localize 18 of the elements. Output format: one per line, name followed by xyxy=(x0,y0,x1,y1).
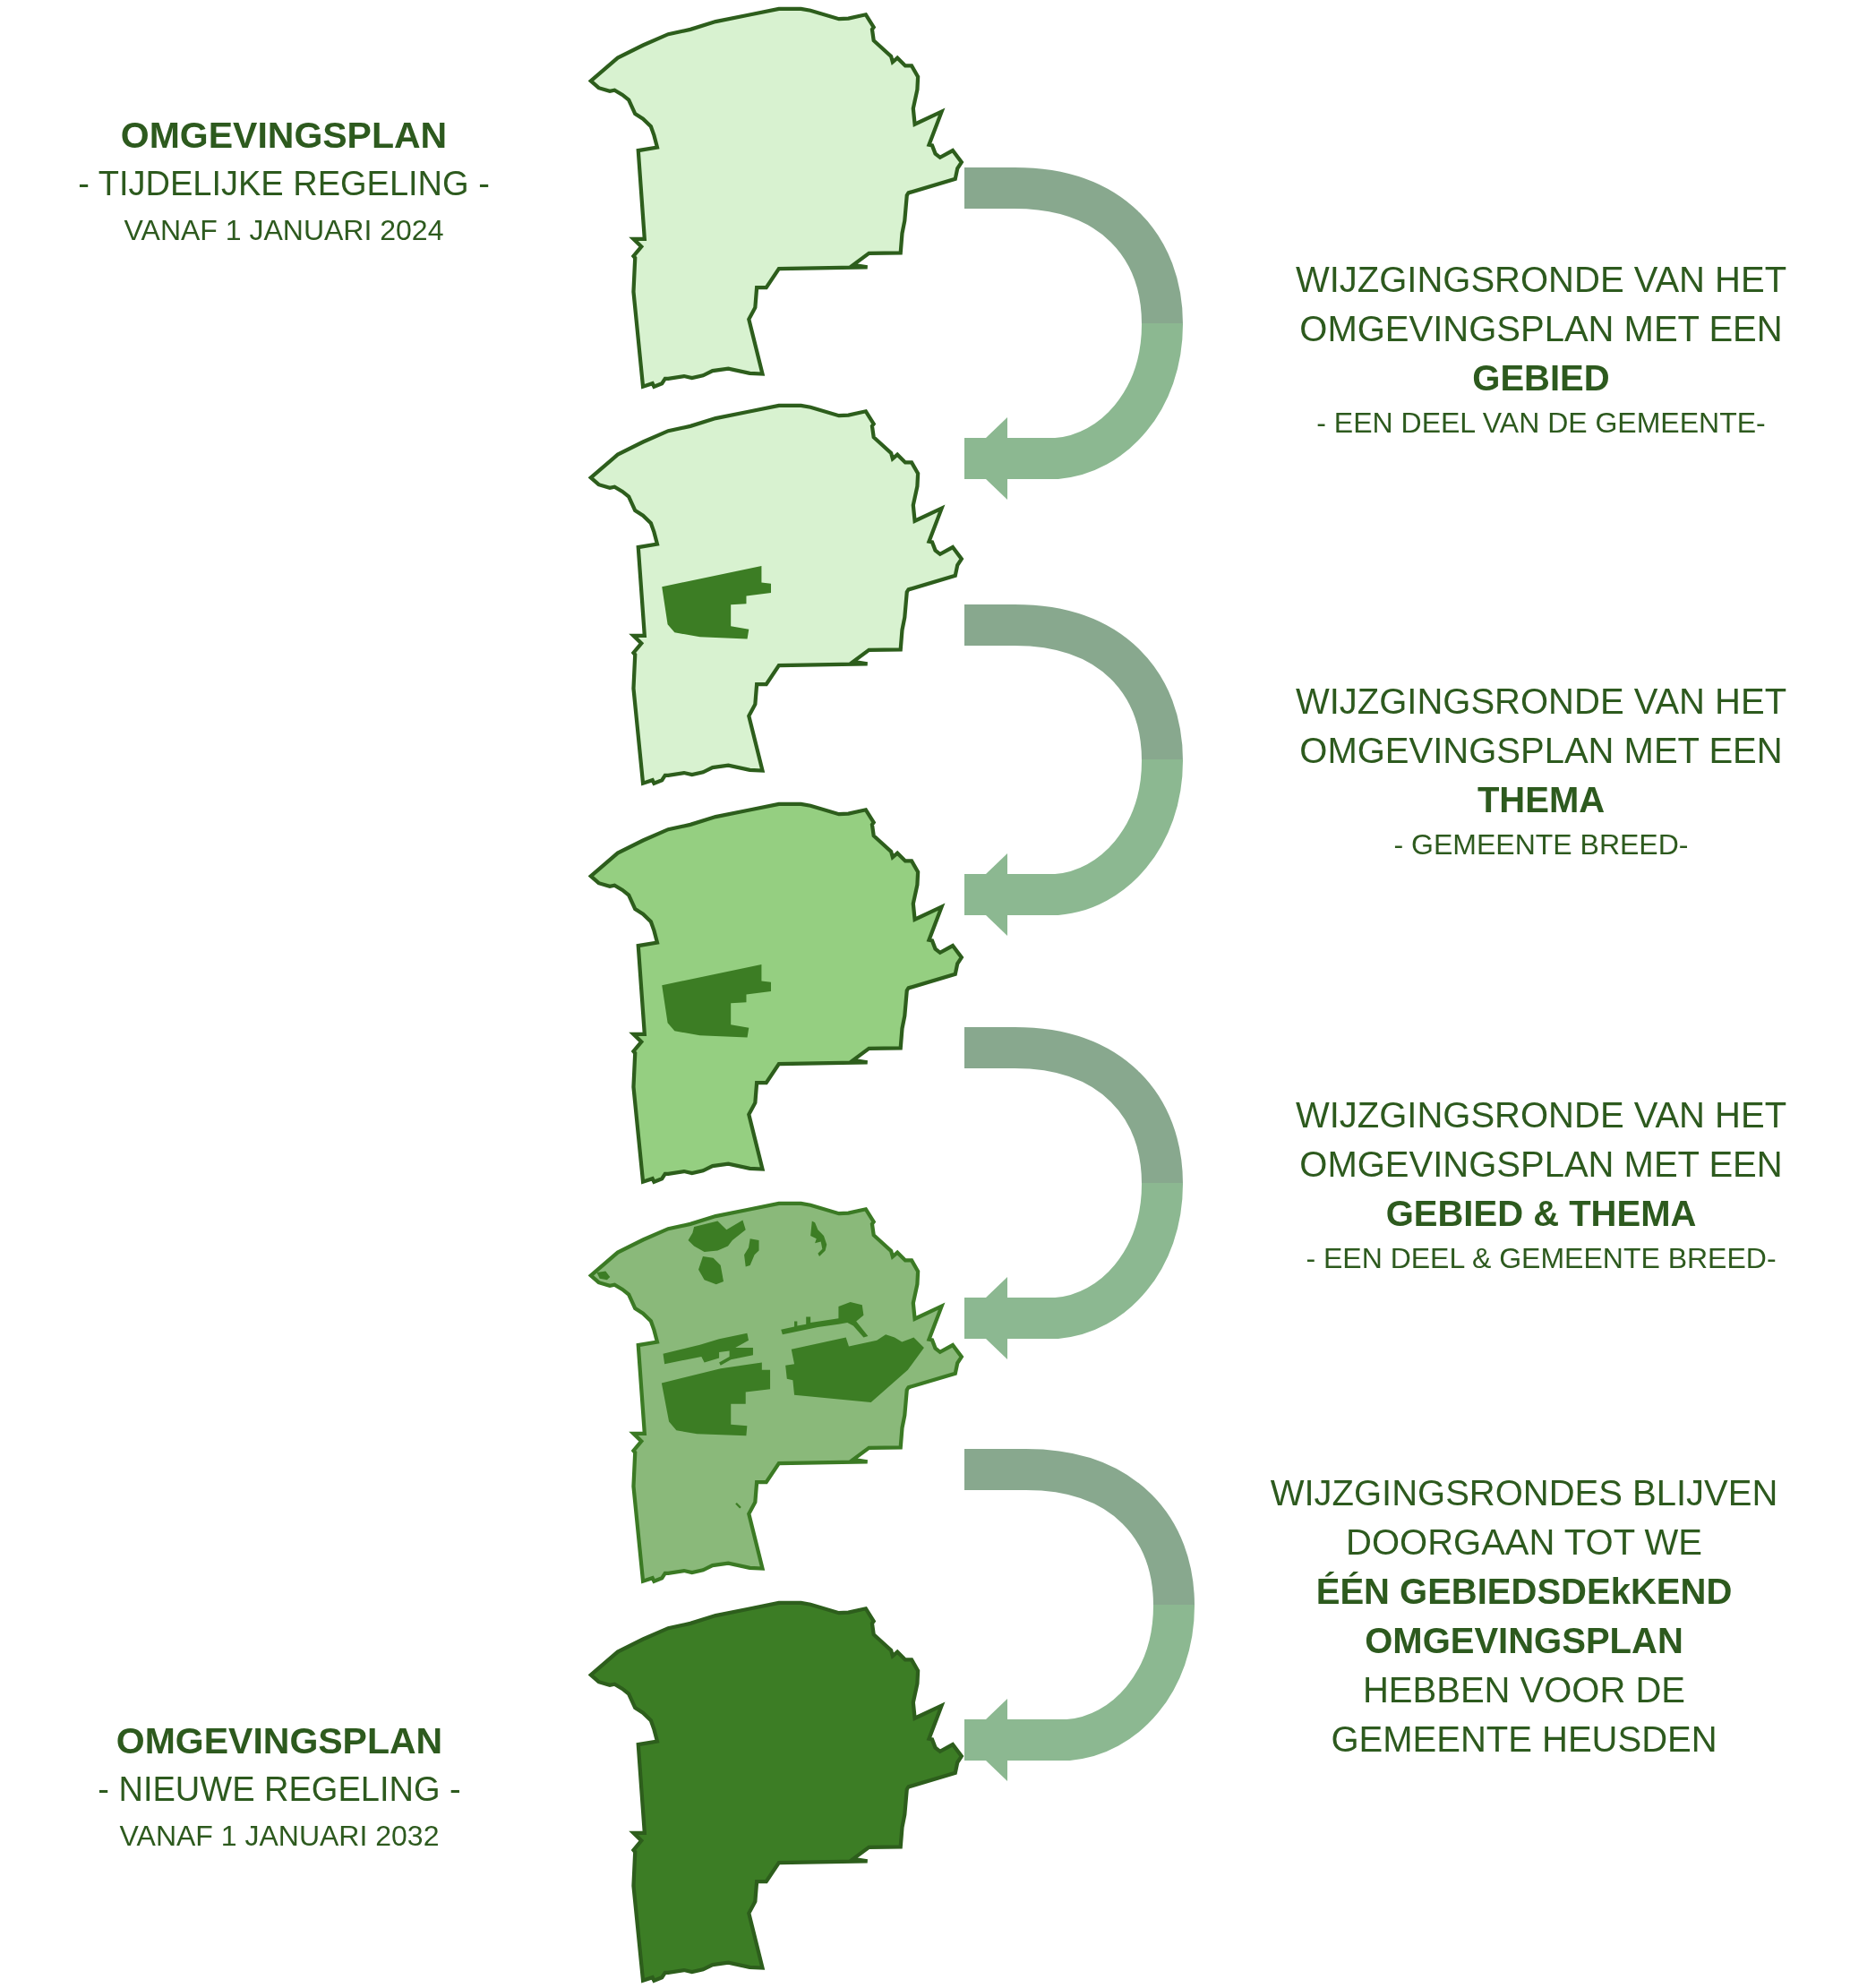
plan-title: OMGEVINGSPLAN xyxy=(120,114,448,158)
step-description: WIJZGINGSRONDE VAN HET OMGEVINGSPLAN MET EEN THEMA xyxy=(1294,681,1788,821)
step-description: WIJZGINGSRONDE VAN HET OMGEVINGSPLAN MET EEN GEBIED & THEMA xyxy=(1294,1094,1788,1235)
municipality-map xyxy=(588,1201,964,1584)
step-note: - EEN DEEL & GEMEENTE BREED- xyxy=(1306,1241,1777,1276)
step-note: - EEN DEEL VAN DE GEMEENTE- xyxy=(1316,406,1766,441)
municipality-map xyxy=(588,403,964,786)
plan-subtitle: - NIEUWE REGELING - xyxy=(98,1769,461,1810)
municipality-map xyxy=(588,6,964,390)
plan-subtitle: - TIJDELIJKE REGELING - xyxy=(78,164,490,204)
date-text: VANAF 1 JANUARI 2024 xyxy=(124,213,444,248)
municipality-map xyxy=(588,801,964,1185)
step-description: WIJZGINGSRONDE VAN HET OMGEVINGSPLAN MET EEN GEBIED xyxy=(1294,259,1788,399)
date-text: VANAF 1 JANUARI 2032 xyxy=(119,1819,440,1854)
plan-title: OMGEVINGSPLAN xyxy=(116,1719,443,1763)
step-note: - GEMEENTE BREED- xyxy=(1393,827,1689,862)
municipality-map xyxy=(588,1600,964,1984)
step-description: WIJZGINGSRONDES BLIJVEN DOORGAAN TOT WE ÉÉN GEBIEDSDEkKEND OMGEVINGSPLAN HEBBEN VOOR DE GEMEENTE HEUSDEN xyxy=(1269,1472,1779,1761)
